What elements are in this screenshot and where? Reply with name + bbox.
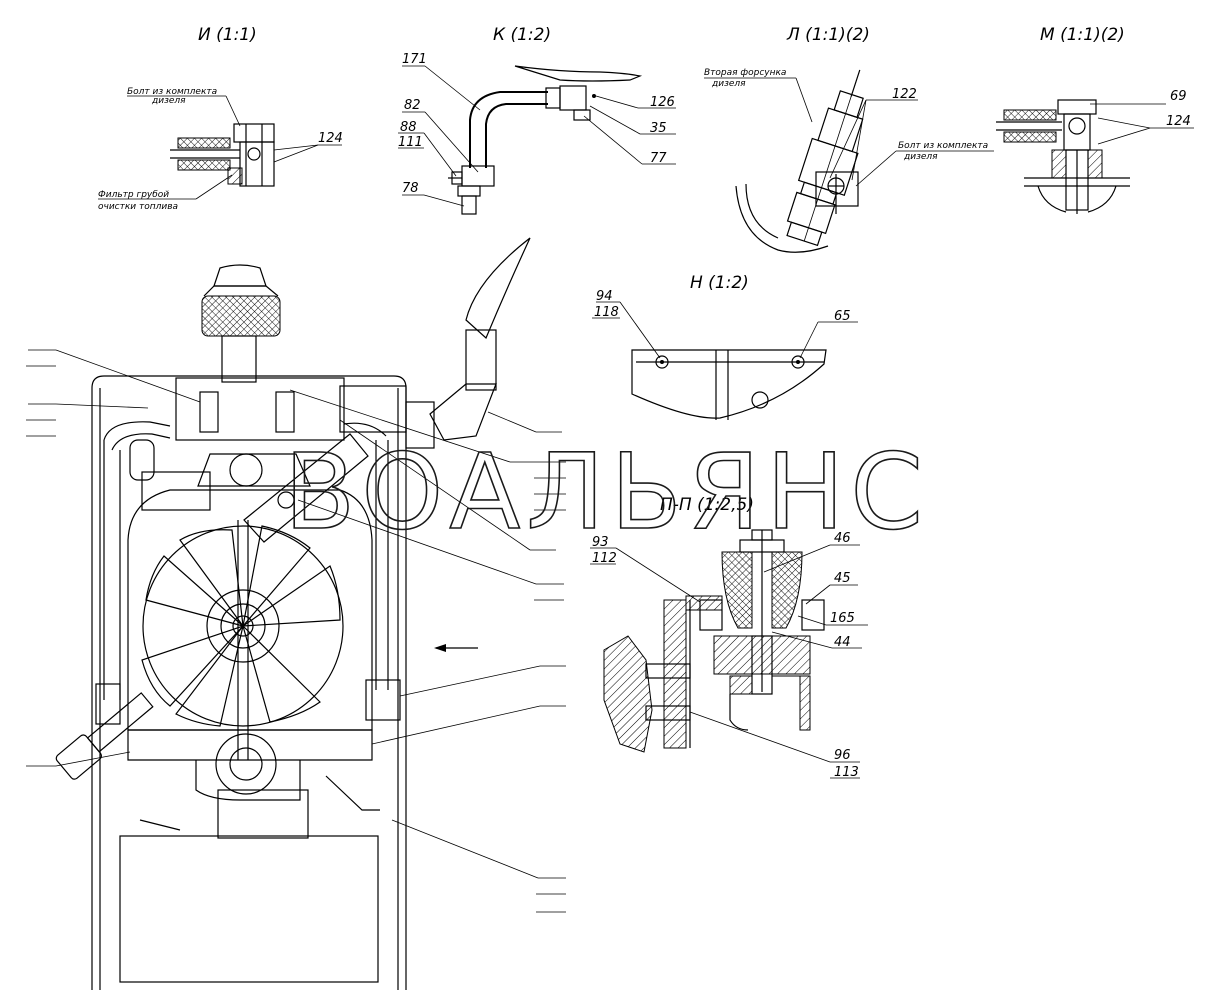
view-l-callout-122: 122 [892, 87, 917, 102]
view-l-title: Л (1:1)(2) [786, 25, 870, 45]
view-m-callout-124: 124 [1166, 114, 1191, 129]
view-n-callout-94: 94 [596, 289, 613, 304]
view-n-callout-65: 65 [834, 309, 851, 324]
view-l-note-right-2: дизеля [903, 152, 938, 162]
view-k-callout-35: 35 [650, 121, 667, 136]
view-k-callout-126: 126 [650, 95, 675, 110]
view-l-note-right-1: Болт из комплекта [898, 141, 988, 151]
view-l-note-left-2: дизеля [711, 79, 746, 89]
view-k-callout-78: 78 [402, 181, 419, 196]
view-k-callout-111: 111 [398, 135, 423, 150]
view-p-callout-113: 113 [834, 765, 859, 780]
view-i-note-bottom-2: очистки топлива [98, 202, 178, 212]
view-k-callout-88: 88 [400, 120, 417, 135]
view-n-callout-118: 118 [594, 305, 619, 320]
view-i: И (1:1) Болт из комплекта дизеля 124 Фил… [98, 25, 343, 212]
view-n: Н (1:2) 94 118 65 [592, 273, 858, 420]
view-i-note-top-2: дизеля [151, 96, 186, 106]
view-p-callout-165: 165 [830, 611, 855, 626]
view-k-title: К (1:2) [493, 25, 551, 45]
view-p-callout-96: 96 [834, 748, 851, 763]
view-k: К (1:2) 171 82 88 111 78 126 [398, 25, 676, 215]
view-i-note-bottom-1: Фильтр грубой [98, 190, 169, 200]
view-l-note-left-1: Вторая форсунка [704, 68, 786, 78]
view-k-callout-82: 82 [404, 98, 421, 113]
view-i-title: И (1:1) [198, 25, 257, 45]
view-p: П-П (1:2,5) 93 112 46 45 [590, 495, 868, 780]
view-p-callout-45: 45 [834, 571, 851, 586]
view-i-note-top-1: Болт из комплекта [127, 87, 217, 97]
view-m-callout-69: 69 [1170, 89, 1187, 104]
view-i-callout-124: 124 [318, 131, 343, 146]
view-k-callout-77: 77 [650, 151, 667, 166]
view-p-callout-46: 46 [834, 531, 851, 546]
view-l: Л (1:1)(2) Вторая форсунка дизеля 122 [704, 25, 994, 253]
view-p-callout-44: 44 [834, 635, 851, 650]
watermark-text: ВОАЛЬЯНС [284, 431, 929, 553]
view-p-title: П-П (1:2,5) [660, 495, 754, 515]
view-m-title: М (1:1)(2) [1040, 25, 1125, 45]
view-m: М (1:1)(2) 69 124 [996, 25, 1194, 214]
view-p-callout-112: 112 [592, 551, 617, 566]
main-view [26, 237, 566, 990]
view-n-title: Н (1:2) [690, 273, 749, 293]
view-k-callout-171: 171 [402, 52, 427, 67]
view-p-callout-93: 93 [592, 535, 609, 550]
